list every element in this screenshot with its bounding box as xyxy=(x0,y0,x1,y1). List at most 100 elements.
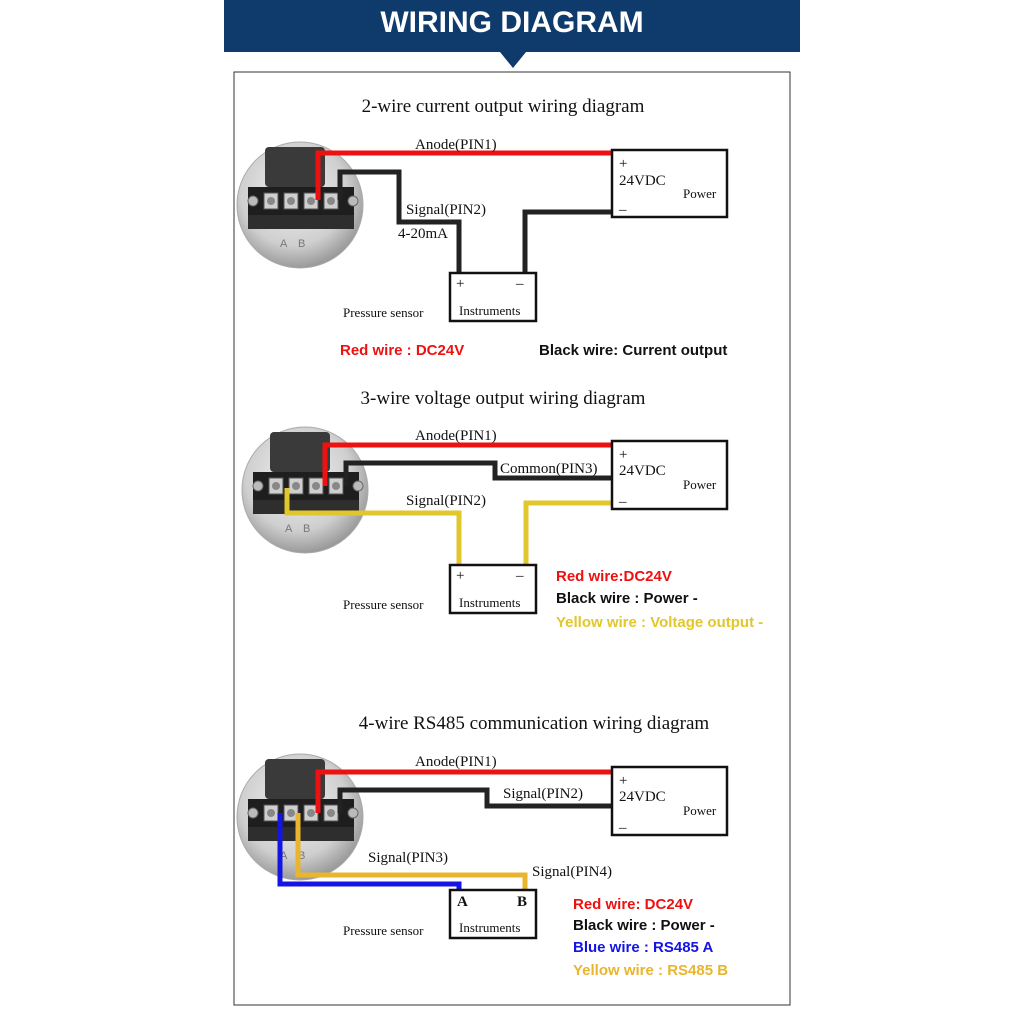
panel-border xyxy=(233,71,791,1006)
page-title: WIRING DIAGRAM xyxy=(380,6,644,39)
screw-head-icon xyxy=(332,482,340,490)
current-label: 4-20mA xyxy=(398,226,448,242)
sensor-label: Pressure sensor xyxy=(343,923,424,938)
power-box: + 24VDC Power – xyxy=(610,765,729,837)
screw-head-icon xyxy=(267,809,275,817)
anode-label: Anode(PIN1) xyxy=(415,428,497,444)
legend-black: Black wire : Power - xyxy=(556,590,698,607)
signal3-label: Signal(PIN3) xyxy=(368,850,448,866)
sensor-label: Pressure sensor xyxy=(343,597,424,612)
power-box: + 24VDC Power – xyxy=(610,148,729,219)
red-wire xyxy=(322,442,612,486)
plus-sign: + xyxy=(456,568,464,584)
terminal-base xyxy=(248,215,354,229)
instruments-label: Instruments xyxy=(459,920,520,935)
signal-label: Signal(PIN2) xyxy=(406,202,486,218)
instrument-box: + – Instruments xyxy=(448,271,538,323)
instrument-box: A B Instruments xyxy=(448,888,538,940)
screw-head-icon xyxy=(327,809,335,817)
blue-wire xyxy=(277,813,462,890)
legend-black: Black wire : Power - xyxy=(573,917,715,934)
legend-yellow: Yellow wire : Voltage output - xyxy=(556,614,763,631)
section-title: 2-wire current output wiring diagram xyxy=(362,96,645,117)
anode-label: Anode(PIN1) xyxy=(415,137,497,153)
section-title: 4-wire RS485 communication wiring diagra… xyxy=(359,713,710,734)
mounting-screw-icon xyxy=(347,195,359,207)
screw-head-icon xyxy=(292,482,300,490)
legend-yellow: Yellow wire : RS485 B xyxy=(573,962,728,979)
anode-label: Anode(PIN1) xyxy=(415,754,497,770)
plus-sign: + xyxy=(619,156,627,172)
screw-head-icon xyxy=(307,809,315,817)
screw-head-icon xyxy=(272,482,280,490)
yellow-wire xyxy=(523,500,612,565)
legend-red: Red wire: DC24V xyxy=(573,896,693,913)
plus-sign: + xyxy=(619,773,627,789)
red-wire xyxy=(315,769,612,813)
header-banner: WIRING DIAGRAM xyxy=(224,0,800,52)
screw-head-icon xyxy=(307,197,315,205)
legend-red: Red wire:DC24V xyxy=(556,568,672,585)
mounting-screw-icon xyxy=(247,195,259,207)
section-4-wire: 4-wire RS485 communication wiring diagra… xyxy=(236,713,729,979)
instruments-label: Instruments xyxy=(459,595,520,610)
minus-sign: – xyxy=(618,494,627,510)
mounting-screw-icon xyxy=(352,480,364,492)
screw-head-icon xyxy=(267,197,275,205)
plus-sign: + xyxy=(619,447,627,463)
red-wire xyxy=(315,150,612,200)
power-label: Power xyxy=(683,186,717,201)
mounting-screw-icon xyxy=(252,480,264,492)
signal-label: Signal(PIN2) xyxy=(406,493,486,509)
mounting-screw-icon xyxy=(347,807,359,819)
terminal-label: B xyxy=(303,523,310,535)
voltage-label: 24VDC xyxy=(619,173,666,189)
terminal-a-label: A xyxy=(457,894,468,910)
header-pointer xyxy=(500,52,526,68)
terminal-label: A xyxy=(280,850,288,862)
sensor-connector xyxy=(265,759,325,799)
sensor-label: Pressure sensor xyxy=(343,305,424,320)
instruments-label: Instruments xyxy=(459,303,520,318)
minus-sign: – xyxy=(515,276,524,292)
section-title: 3-wire voltage output wiring diagram xyxy=(361,388,646,409)
terminal-label: A xyxy=(285,523,293,535)
screw-head-icon xyxy=(312,482,320,490)
minus-sign: – xyxy=(515,568,524,584)
terminal-label: A xyxy=(280,238,288,250)
plus-sign: + xyxy=(456,276,464,292)
black-wire xyxy=(343,460,612,486)
power-label: Power xyxy=(683,477,717,492)
screw-head-icon xyxy=(287,809,295,817)
black-wire xyxy=(337,169,462,273)
mounting-screw-icon xyxy=(247,807,259,819)
minus-sign: – xyxy=(618,202,627,218)
yellow-wire xyxy=(295,813,528,890)
sensor-connector xyxy=(270,432,330,472)
signal4-label: Signal(PIN4) xyxy=(532,864,612,880)
terminal-label: B xyxy=(298,850,305,862)
legend-red: Red wire : DC24V xyxy=(340,342,464,359)
terminal-b-label: B xyxy=(517,894,527,910)
legend-blue: Blue wire : RS485 A xyxy=(573,939,713,956)
voltage-label: 24VDC xyxy=(619,789,666,805)
power-box: + 24VDC Power – xyxy=(610,439,729,511)
power-label: Power xyxy=(683,803,717,818)
yellow-wire xyxy=(284,488,462,565)
legend-black: Black wire: Current output xyxy=(539,342,727,359)
black-wire xyxy=(522,209,612,273)
terminal-base xyxy=(248,827,354,841)
sensor-connector xyxy=(265,147,325,187)
instrument-box: + – Instruments xyxy=(448,563,538,615)
minus-sign: – xyxy=(618,820,627,836)
black-wire xyxy=(337,787,612,813)
voltage-label: 24VDC xyxy=(619,463,666,479)
terminal-label: B xyxy=(298,238,305,250)
common-label: Common(PIN3) xyxy=(500,461,598,477)
screw-head-icon xyxy=(287,197,295,205)
